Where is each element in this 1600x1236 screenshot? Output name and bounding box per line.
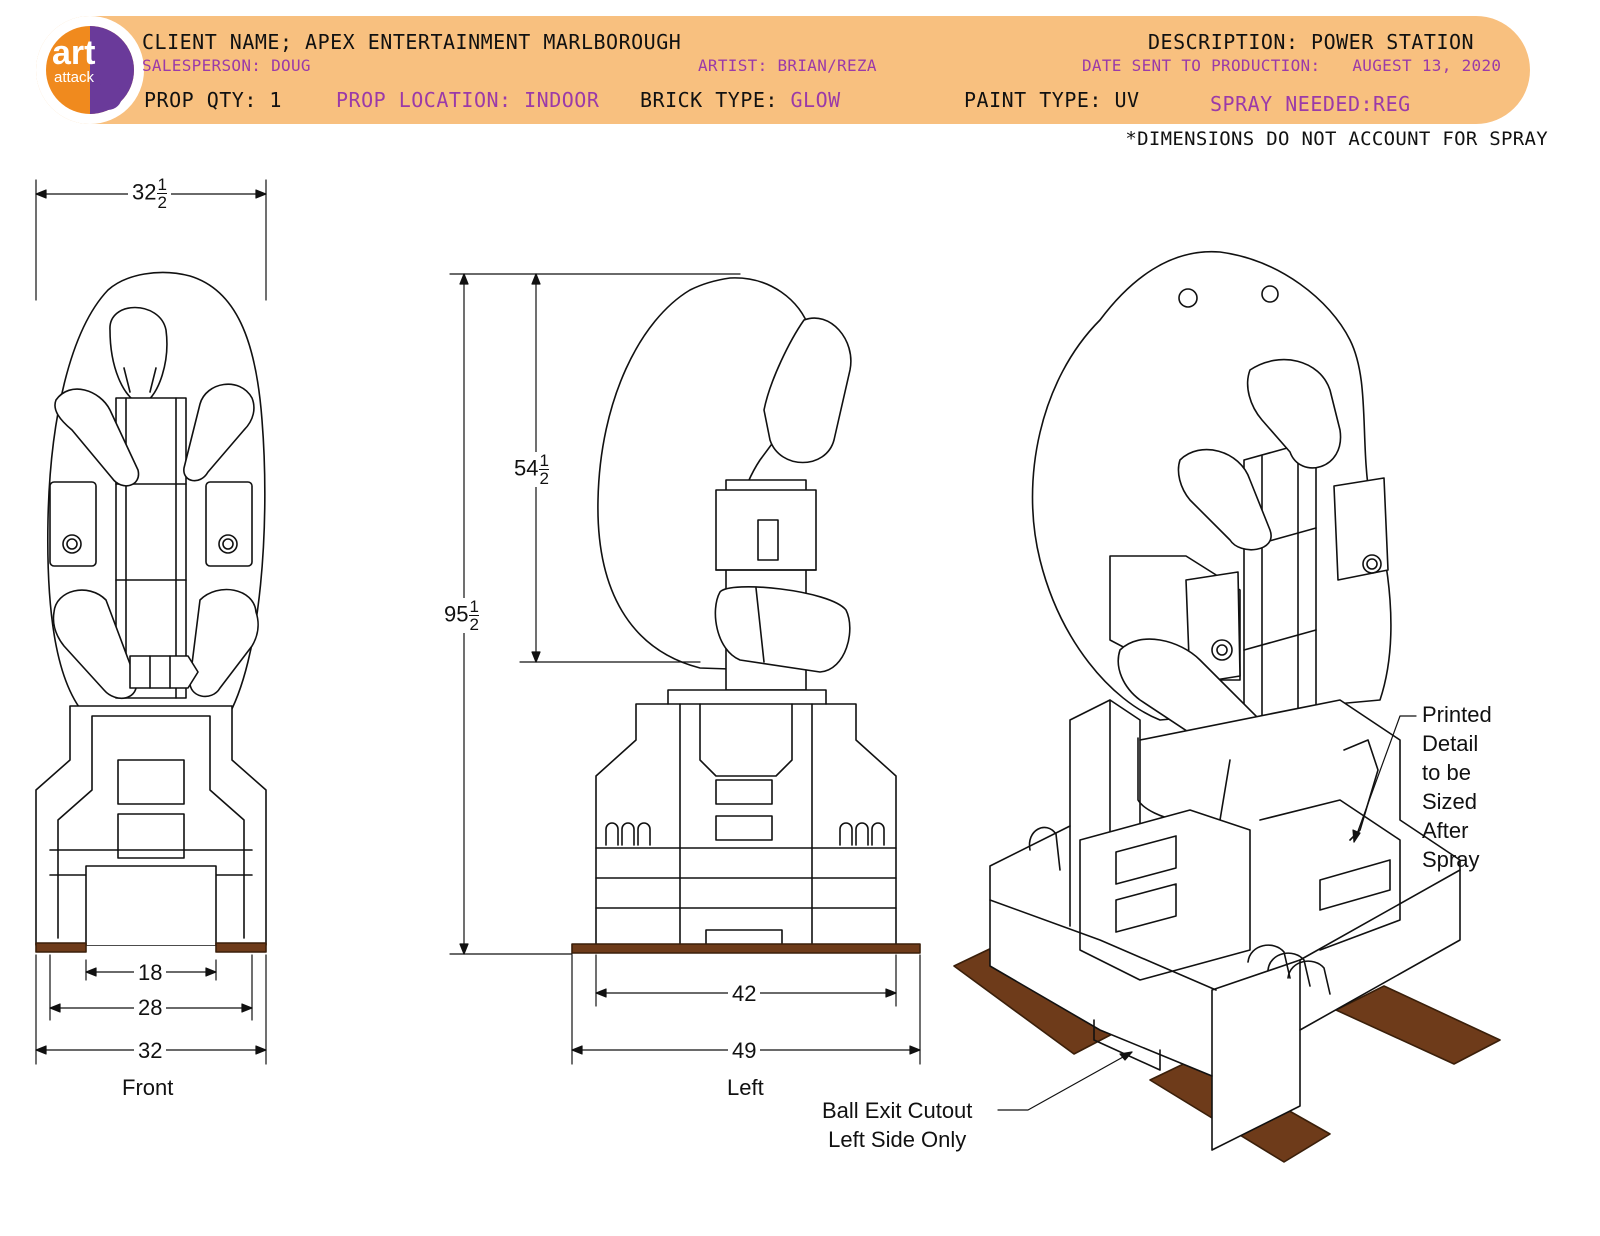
ball-exit-annotation: Ball Exit Cutout Left Side Only [822, 1096, 972, 1154]
spray-needed-label: SPRAY NEEDED: [1210, 92, 1374, 116]
art-attack-logo: art attack [36, 16, 144, 124]
brick-type-field: BRICK TYPE: GLOW [640, 90, 841, 110]
prop-location-label: PROP LOCATION: [336, 88, 512, 112]
front-base-mid-dimension: 28 [134, 997, 167, 1019]
logo-text-art: art [52, 34, 96, 72]
front-width-whole: 32 [132, 179, 157, 205]
left-base-inner-dimension: 42 [728, 983, 761, 1005]
left-view-label: Left [727, 1075, 764, 1100]
left-upper-denominator: 2 [539, 469, 549, 488]
printed-detail-line: Printed [1422, 702, 1492, 727]
description-value: POWER STATION [1311, 30, 1475, 54]
left-base-outer-dimension: 49 [728, 1040, 761, 1062]
front-view-drawing [35, 271, 267, 953]
client-name-label: CLIENT NAME; [142, 30, 293, 54]
printed-detail-line: After [1422, 818, 1469, 843]
front-width-denominator: 2 [157, 193, 167, 212]
description-label: DESCRIPTION: [1148, 30, 1299, 54]
left-upper-whole: 54 [514, 455, 539, 481]
prop-qty-field: PROP QTY: 1 [144, 90, 282, 110]
ball-exit-line1: Ball Exit Cutout [822, 1098, 973, 1123]
front-width-numerator: 1 [157, 175, 167, 194]
left-total-whole: 95 [444, 601, 469, 627]
date-sent-value: AUGEST 13, 2020 [1352, 56, 1502, 75]
spray-needed-value: REG [1373, 92, 1411, 116]
prop-location-field: PROP LOCATION: INDOOR [336, 90, 599, 110]
brick-type-value: GLOW [790, 88, 841, 112]
isometric-view-drawing [953, 250, 1501, 1163]
printed-detail-line: Sized [1422, 789, 1478, 814]
artist: ARTIST: BRIAN/REZA [698, 56, 877, 75]
ball-exit-line2: Left Side Only [828, 1127, 967, 1152]
logo-text-attack: attack [54, 69, 95, 86]
paint-type-value: UV [1114, 88, 1140, 112]
date-sent-field: DATE SENT TO PRODUCTION: AUGEST 13, 2020 [1082, 58, 1501, 74]
description-field: DESCRIPTION: POWER STATION [1148, 32, 1474, 52]
brick-type-label: BRICK TYPE: [640, 88, 778, 112]
printed-detail-annotation: Printed Detail to be Sized After Spray [1422, 700, 1492, 874]
spray-note: *DIMENSIONS DO NOT ACCOUNT FOR SPRAY [1125, 128, 1548, 150]
printed-detail-line: Spray [1422, 847, 1480, 872]
paint-type-label: PAINT TYPE: [964, 88, 1102, 112]
client-name-value: APEX ENTERTAINMENT MARLBOROUGH [305, 30, 682, 54]
left-total-numerator: 1 [469, 597, 479, 616]
prop-qty-label: PROP QTY: [144, 88, 257, 112]
spray-needed-field: SPRAY NEEDED:REG [1210, 94, 1411, 114]
date-sent-label: DATE SENT TO PRODUCTION: [1082, 56, 1321, 75]
annotation-leaders [997, 715, 1417, 1111]
front-base-inner-dimension: 18 [134, 962, 167, 984]
left-view-drawing [571, 277, 921, 954]
client-name-field: CLIENT NAME; APEX ENTERTAINMENT MARLBORO… [142, 32, 681, 52]
left-total-denominator: 2 [469, 615, 479, 634]
prop-qty-value: 1 [269, 88, 282, 112]
salesperson: SALESPERSON: DOUG [142, 56, 311, 75]
paint-type-field: PAINT TYPE: UV [964, 90, 1140, 110]
prop-location-value: INDOOR [524, 88, 600, 112]
title-block: art attack CLIENT NAME; APEX ENTERTAINME… [36, 16, 1530, 124]
logo-graphic [46, 26, 134, 114]
front-view-label: Front [122, 1075, 174, 1100]
printed-detail-line: to be [1422, 760, 1471, 785]
printed-detail-line: Detail [1422, 731, 1479, 756]
front-dimension-lines [35, 179, 267, 1065]
front-base-outer-dimension: 32 [134, 1040, 167, 1062]
left-upper-numerator: 1 [539, 451, 549, 470]
